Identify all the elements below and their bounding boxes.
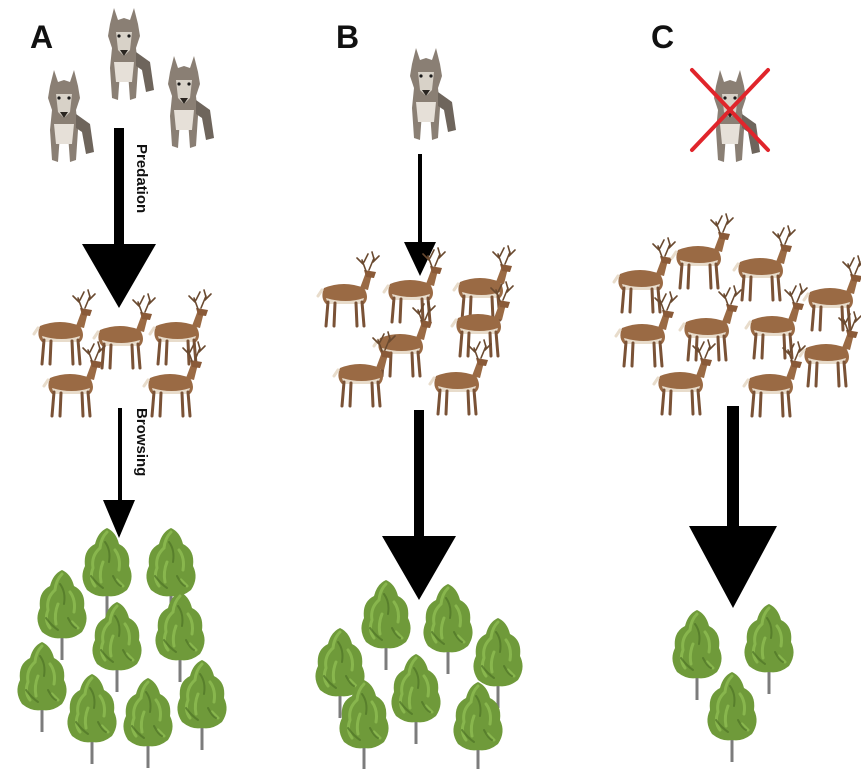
deer-icon [148, 288, 213, 366]
deer-icon [612, 236, 677, 314]
browsing-arrow-head [382, 536, 456, 600]
tree-icon [389, 652, 443, 746]
predation-arrow-shaft [418, 154, 422, 246]
panel-label-b: B [336, 19, 359, 55]
tree-icon [175, 658, 229, 752]
deer-icon [316, 250, 381, 328]
tree-icon [80, 526, 134, 620]
deer-icon [744, 282, 809, 360]
panel-label-c: C [651, 19, 674, 55]
wolf-icon [48, 70, 94, 162]
tree-icon [421, 582, 475, 676]
tree-icon [359, 578, 413, 672]
predation-arrow-head [404, 242, 436, 276]
deer-icon [42, 340, 107, 418]
tree-icon [742, 602, 796, 696]
browsing-arrow-shaft [727, 406, 739, 534]
browsing-arrow-shaft [414, 410, 424, 546]
browsing-arrow-head [103, 500, 135, 538]
wolf-icon [410, 48, 456, 140]
predation-label: Predation [133, 144, 150, 214]
deer-icon [32, 288, 97, 366]
predation-arrow-head [82, 244, 156, 308]
deer-icon [652, 338, 717, 416]
deer-icon [670, 212, 735, 290]
deer-icon [92, 292, 157, 370]
predation-arrow-shaft [114, 128, 124, 254]
wolf-icon [168, 56, 214, 148]
deer-icon [614, 290, 679, 368]
deer-icon [732, 224, 797, 302]
tree-icon [121, 676, 175, 770]
panel-label-a: A [30, 19, 53, 55]
browsing-arrow-shaft [118, 408, 122, 504]
wolf-icon [108, 8, 154, 100]
tree-icon [65, 672, 119, 766]
browsing-label: Browsing [133, 408, 150, 477]
deer-icon [802, 254, 861, 332]
tree-icon [451, 680, 505, 774]
browsing-arrow-head [689, 526, 777, 608]
tree-icon [670, 608, 724, 702]
tree-icon [90, 600, 144, 694]
tree-icon [705, 670, 759, 764]
tree-icon [15, 640, 69, 734]
